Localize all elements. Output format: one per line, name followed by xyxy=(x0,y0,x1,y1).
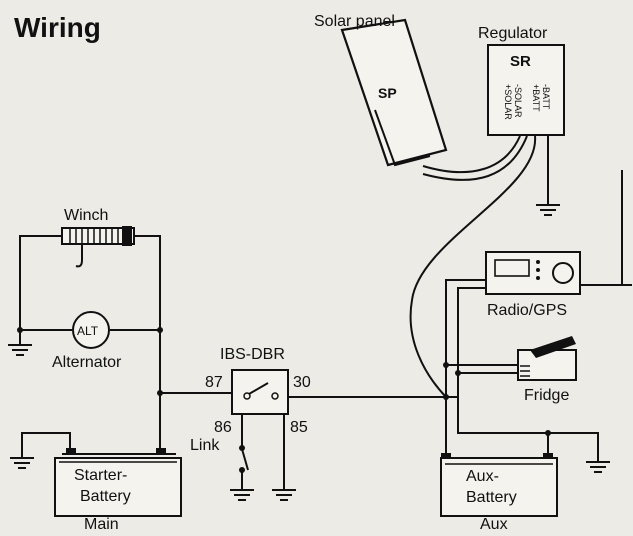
main-positive-rail xyxy=(134,235,161,448)
link-switch xyxy=(230,414,254,501)
relay xyxy=(231,369,289,415)
regulator-terminal-plus-solar: +SOLAR xyxy=(503,84,513,120)
alternator-label: Alternator xyxy=(52,354,122,371)
solar-cable-1 xyxy=(422,135,521,173)
alternator-symbol: ALT xyxy=(77,324,99,338)
regulator-terminal-minus-solar: -SOLAR xyxy=(513,84,523,118)
radio-label: Radio/GPS xyxy=(487,302,567,319)
radio-negative-wire xyxy=(457,287,492,397)
aux-ground xyxy=(586,461,610,473)
aux-battery-caption: Aux xyxy=(480,516,508,533)
winch xyxy=(61,226,135,268)
relay-85-ground xyxy=(272,414,296,501)
aux-negative-return xyxy=(457,397,599,462)
page-title: Wiring xyxy=(14,12,101,43)
aux-battery-line2: Battery xyxy=(466,489,517,506)
solar-panel: SP xyxy=(340,18,448,167)
regulator-batt-cable xyxy=(409,135,537,398)
regulator-terminal-plus-batt: +BATT xyxy=(531,84,541,112)
radio-positive-wire xyxy=(445,279,492,397)
starter-battery-caption: Main xyxy=(84,516,119,533)
link-label: Link xyxy=(190,437,220,454)
starter-ground xyxy=(10,457,34,469)
aux-battery: Aux- Battery xyxy=(440,453,558,517)
relay-pin-30: 30 xyxy=(293,374,311,391)
starter-negative-wire xyxy=(21,432,71,458)
relay-pin-86: 86 xyxy=(214,419,232,436)
winch-label: Winch xyxy=(64,207,108,224)
starter-battery-line2: Battery xyxy=(80,488,131,505)
winch-left-wire xyxy=(19,235,62,330)
fridge xyxy=(517,336,577,381)
aux-battery-line1: Aux- xyxy=(466,468,499,485)
regulator-terminal-minus-batt: -BATT xyxy=(541,84,551,110)
starter-battery: Starter- Battery xyxy=(54,448,182,517)
antenna xyxy=(612,170,632,286)
fridge-label: Fridge xyxy=(524,387,569,404)
regulator-label: Regulator xyxy=(478,25,548,42)
relay-label: IBS-DBR xyxy=(220,346,285,363)
regulator: SR +SOLAR -SOLAR +BATT -BATT xyxy=(487,44,565,136)
radio-gps xyxy=(485,251,625,295)
solar-panel-label: Solar panel xyxy=(314,13,395,30)
alternator-ground xyxy=(8,330,32,356)
solar-panel-code: SP xyxy=(378,85,397,101)
relay-pin-87: 87 xyxy=(205,374,223,391)
starter-battery-line1: Starter- xyxy=(74,467,127,484)
solar-cable-2 xyxy=(422,135,528,181)
regulator-ground xyxy=(536,136,560,216)
alternator: ALT xyxy=(72,311,110,349)
relay-pin-85: 85 xyxy=(290,419,308,436)
regulator-code: SR xyxy=(510,53,531,70)
